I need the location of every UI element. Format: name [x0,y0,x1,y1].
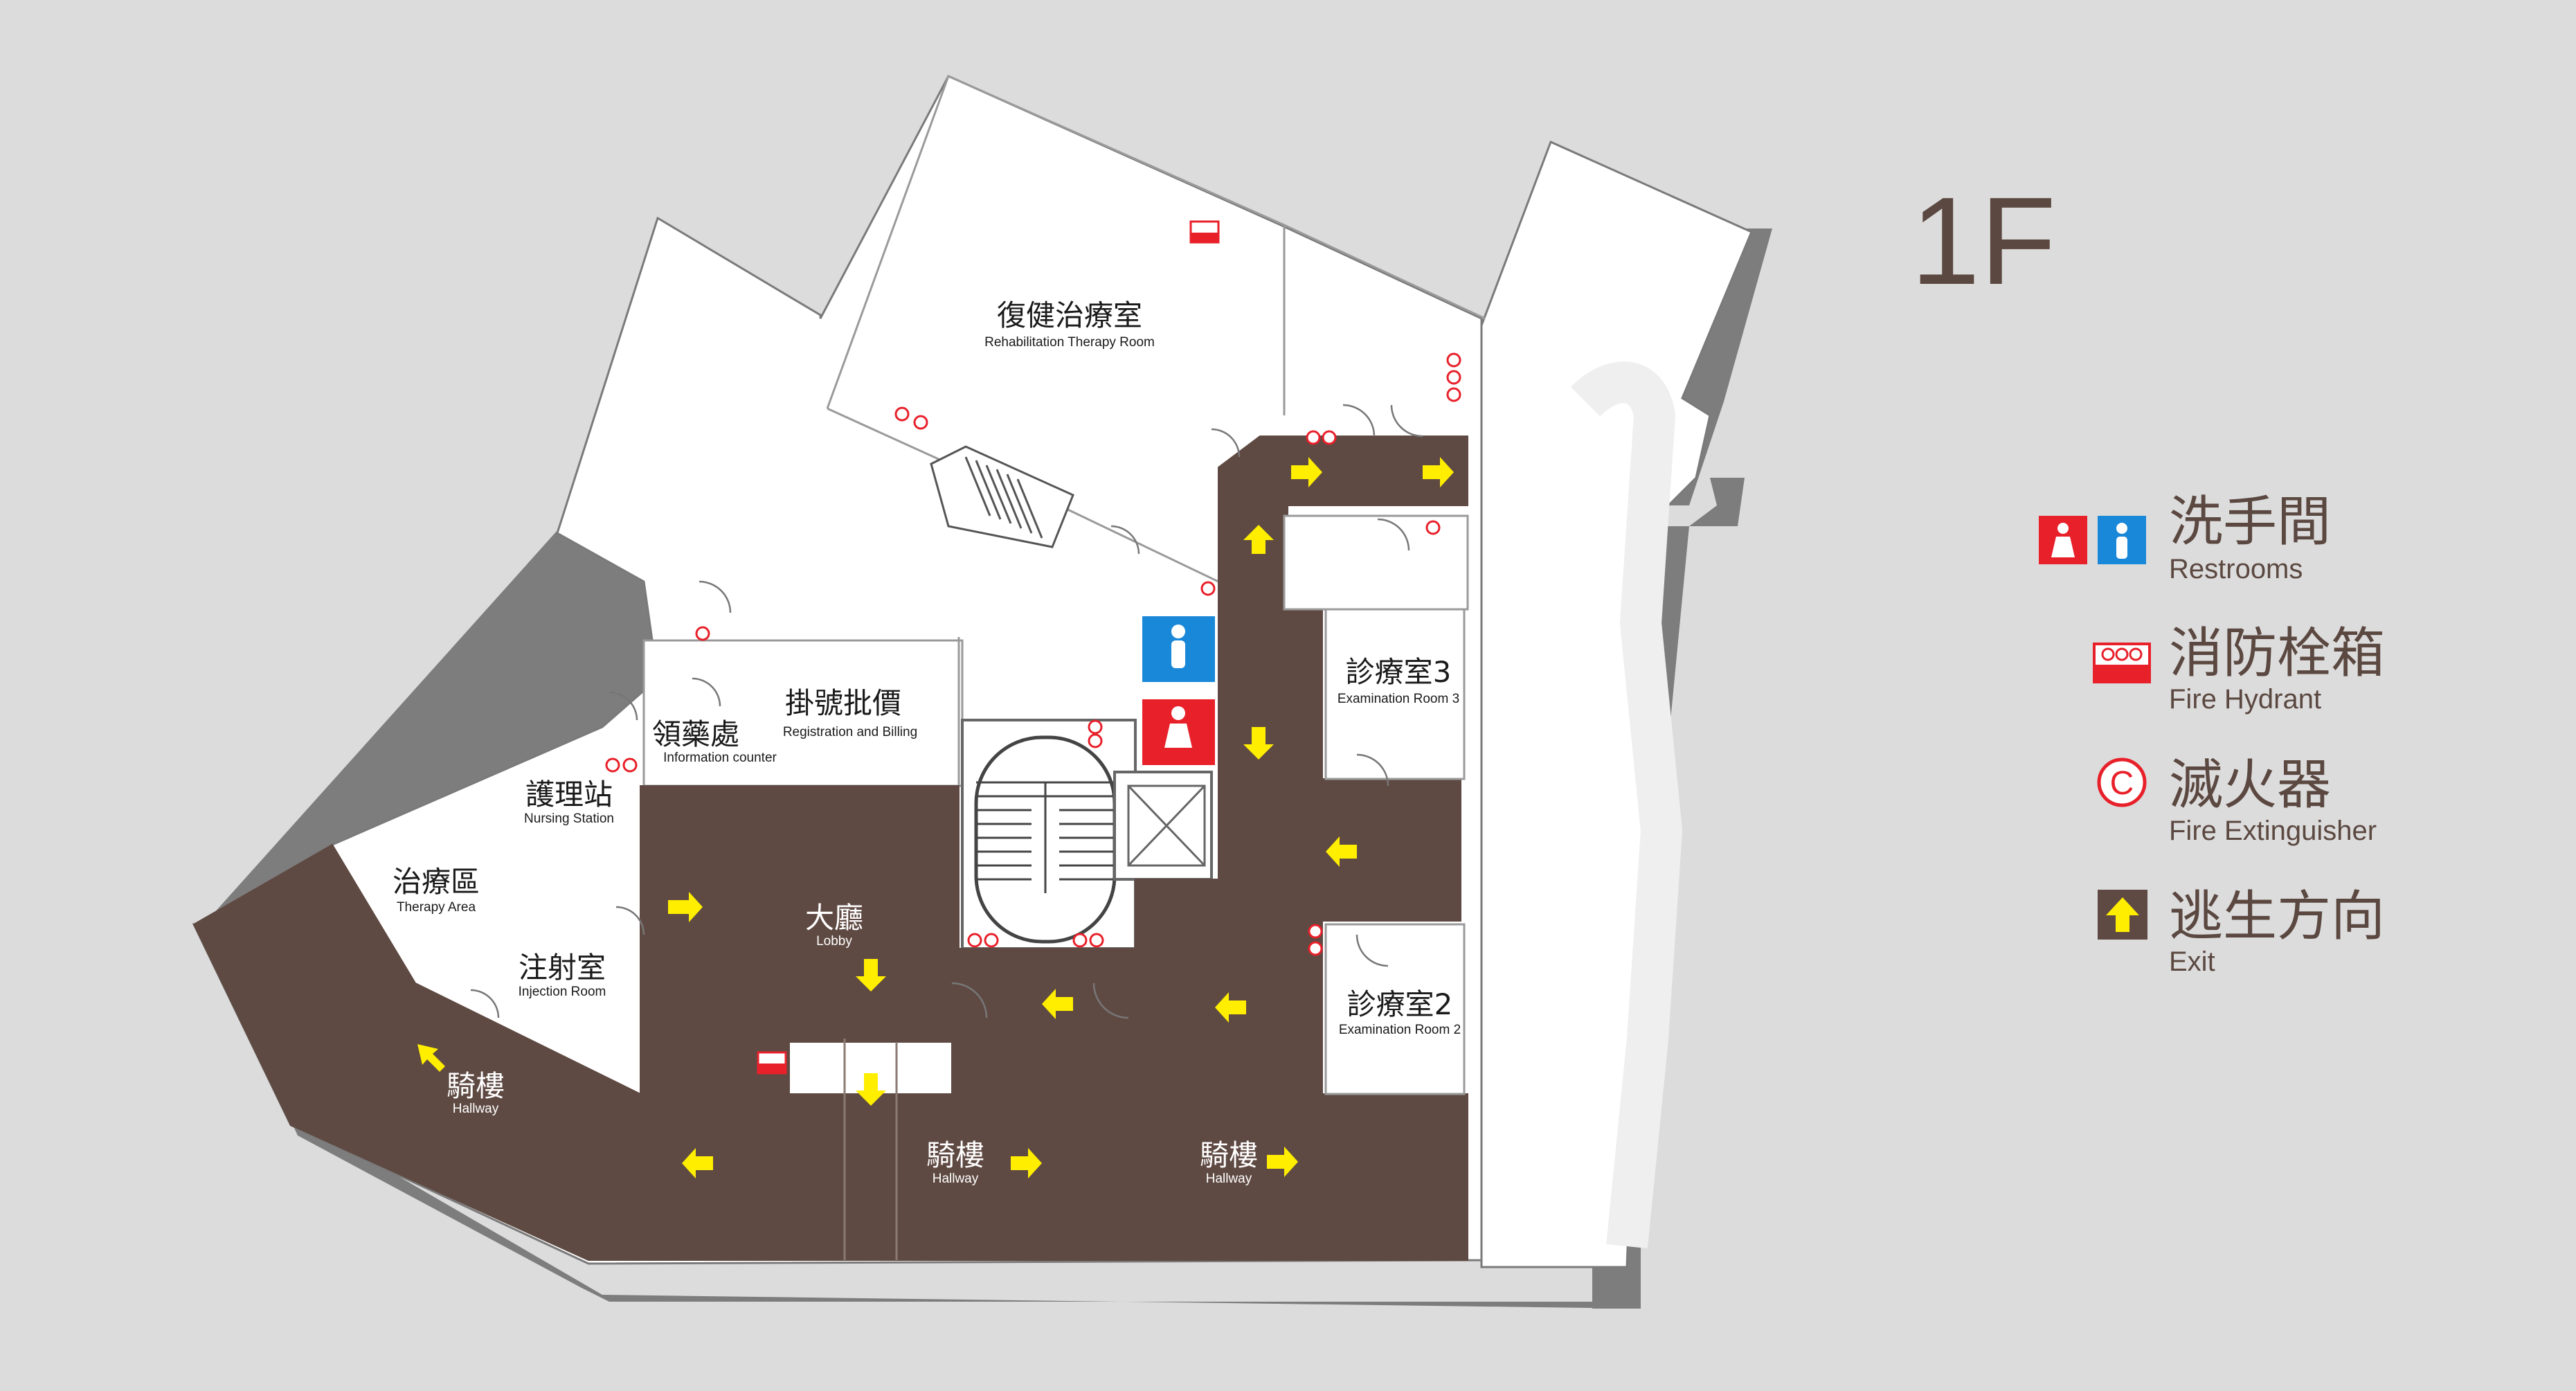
lobby-label-en: Lobby [816,934,852,949]
hallway-mid-label-zh: 騎樓 [926,1138,984,1172]
upper-stair [930,445,1074,548]
legend: 洗手間 Restrooms 消防栓箱 Fire Hydrant C 滅火器 Fi… [2039,491,2385,977]
exam3-label-en: Examination Room 3 [1337,692,1459,706]
legend-exit: 逃生方向 Exit [2098,886,2385,977]
hallway-right-label-zh: 騎樓 [1200,1138,1258,1172]
map-fire-hydrant [757,1051,787,1075]
injection-label-en: Injection Room [519,985,606,999]
corridors [192,436,1468,1261]
exam2-label-en: Examination Room 2 [1339,1023,1461,1037]
floor-title: 1F [1911,172,2056,311]
registration-counter [642,639,964,787]
exit-arrow-down [1243,727,1274,760]
nursing-label-en: Nursing Station [524,811,614,826]
exam-room-3 [1324,608,1466,780]
legend-fire-hydrant-en: Fire Hydrant [2169,684,2321,715]
exit-arrow-left [682,1148,713,1178]
exit-arrows [417,457,1454,1178]
hallway-left-label-en: Hallway [453,1102,499,1116]
hallway-right-label-en: Hallway [1206,1172,1252,1186]
lobby-label-zh: 大廳 [805,901,863,935]
small-room [1283,514,1469,611]
exit-arrow-down [856,1073,886,1106]
legend-fire-extinguisher: C 滅火器 Fire Extinguisher [2097,754,2377,846]
legend-fire-extinguisher-en: Fire Extinguisher [2169,816,2377,846]
therapy-label-zh: 治療區 [393,865,480,899]
exit-arrow-left [1042,989,1073,1019]
female-restroom-icon [2039,516,2087,564]
rehab-label-zh: 復健治療室 [997,298,1142,332]
stairwell [961,719,1137,950]
exam2-label-zh: 診療室2 [1347,987,1453,1021]
rehab-label-en: Rehabilitation Therapy Room [984,335,1155,350]
map-fire-hydrant [1189,220,1220,244]
exit-arrow-left [1215,992,1246,1023]
legend-fire-hydrant: 消防栓箱 Fire Hydrant [2093,622,2385,715]
pharmacy-label-zh: 領藥處 [652,717,739,751]
exam3-label-zh: 診療室3 [1346,655,1452,689]
exit-arrow-up-left [417,1044,445,1072]
injection-label-zh: 注射室 [519,951,606,985]
elevator [1113,771,1213,881]
legend-fire-extinguisher-zh: 滅火器 [2169,754,2331,816]
svg-text:C: C [2110,765,2134,802]
exit-arrow-right [1267,1147,1298,1177]
nursing-label-zh: 護理站 [525,778,613,811]
male-restroom-icon [2098,516,2146,564]
fire-extinguisher-icon: C [2097,757,2147,807]
exam-room-2 [1324,923,1466,1095]
fire-hydrant-icon [2093,643,2151,683]
hallway-left-label-zh: 騎樓 [447,1069,505,1103]
legend-exit-zh: 逃生方向 [2169,886,2385,948]
exit-arrow-down [856,959,886,991]
rehab-room-walls [826,74,1286,415]
map-male-restroom [1142,616,1215,682]
registration-label-en: Registration and Billing [783,725,917,739]
legend-exit-en: Exit [2169,946,2215,977]
therapy-label-en: Therapy Area [397,900,476,915]
exit-arrow-right [1291,457,1322,487]
exit-arrow-right [668,892,703,922]
legend-restrooms: 洗手間 Restrooms [2039,491,2331,584]
east-wing-outline [1480,140,1753,1268]
legend-restrooms-en: Restrooms [2169,554,2303,584]
legend-restrooms-zh: 洗手間 [2169,491,2331,553]
registration-label-zh: 掛號批價 [785,686,901,720]
exit-arrow-up [1243,525,1274,554]
exit-arrow-icon [2098,890,2147,940]
hallway-mid-label-en: Hallway [933,1172,979,1186]
door-swings [470,404,1423,1019]
map-fire-extinguishers [605,352,1461,956]
pharmacy-label-en: Information counter [663,751,777,765]
room-labels: 復健治療室 Rehabilitation Therapy Room 掛號批價 R… [393,298,1461,1186]
legend-fire-hydrant-zh: 消防栓箱 [2169,622,2385,685]
exit-arrow-left [1326,836,1357,867]
exit-arrow-right [1423,457,1454,487]
map-female-restroom [1142,699,1215,765]
exit-arrow-right [1011,1148,1042,1178]
